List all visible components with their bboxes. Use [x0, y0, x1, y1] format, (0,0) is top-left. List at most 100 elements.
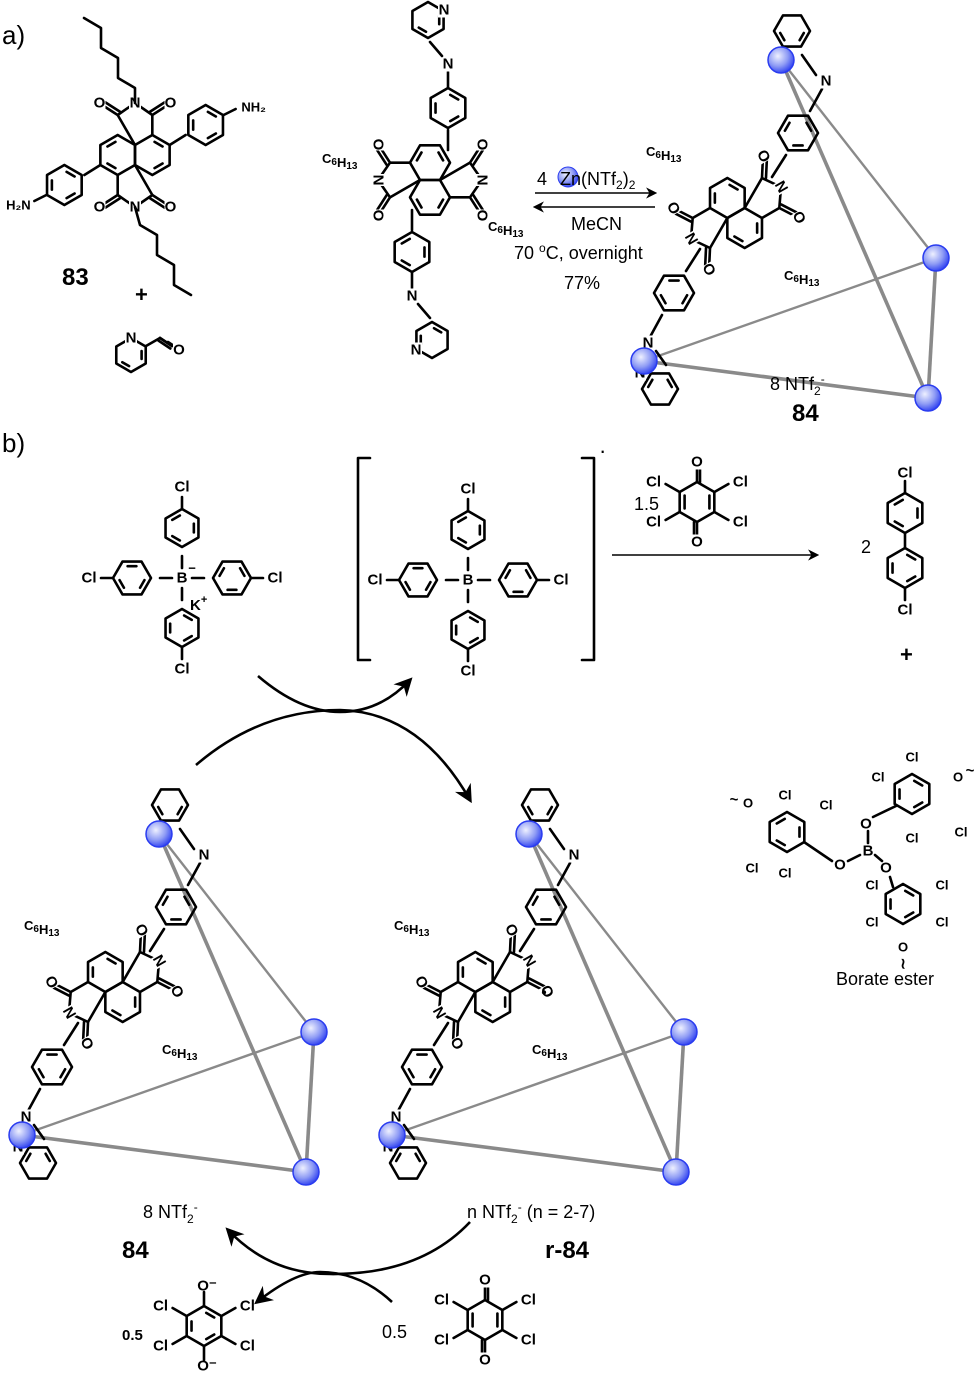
aldehyde-structure: NO	[114, 330, 185, 374]
amine-label: NH₂	[241, 100, 266, 115]
atom-label: O	[479, 1272, 491, 1289]
atom-label: O	[474, 139, 491, 151]
atom-label: B	[863, 843, 874, 860]
atom-label: N	[821, 73, 832, 90]
cage-edge	[674, 1031, 686, 1173]
atom-label: O	[860, 816, 872, 833]
chloro-label: Cl	[240, 1298, 255, 1315]
alkyl-label: C6H13	[488, 219, 524, 240]
chloranil-equiv-bottom: 0.5	[382, 1322, 407, 1342]
zinc-node-icon	[767, 46, 795, 74]
product-84-labels: 8 NTf2- 84	[770, 372, 825, 427]
chloro-label: Cl	[746, 861, 759, 876]
zinc-node-icon	[8, 1121, 36, 1149]
wavy-bond: ~	[730, 792, 739, 809]
zinc-node-icon	[914, 384, 942, 412]
atom-label: O	[165, 95, 177, 112]
zinc-node-icon	[670, 1018, 698, 1046]
atom-label: O	[165, 199, 177, 216]
oxidation-step: 1.5 2 + Borate ester	[612, 494, 934, 989]
compound-83-group: 83 +	[62, 264, 148, 307]
product-84-cage-top: OOOONNNNNC6H13C6H13	[630, 14, 950, 412]
cage-edge	[157, 833, 308, 1173]
reduced-equiv: 0.5	[122, 1327, 143, 1344]
atom-label: N	[370, 175, 387, 186]
atom-label: N	[407, 288, 418, 305]
solvent-text: MeCN	[571, 214, 622, 234]
cage-edge	[780, 59, 937, 259]
negative-charge: −	[188, 561, 196, 576]
oxide-label: O⁻	[197, 1358, 217, 1375]
zinc-node-icon	[922, 244, 950, 272]
cage-edge	[779, 59, 930, 399]
temperature-text: 70 oC, overnight	[514, 241, 643, 263]
zinc-node-icon	[630, 347, 658, 375]
oxygen-label: O	[743, 796, 753, 811]
atom-label: O	[474, 210, 491, 222]
compound-label-r84: r-84	[545, 1237, 590, 1264]
amine-label: H₂N	[6, 198, 31, 213]
zinc-node-icon	[515, 820, 543, 848]
atom-label: O	[479, 1352, 491, 1369]
atom-label: O	[880, 860, 892, 877]
alkyl-label: C6H13	[394, 918, 430, 939]
chloro-label: Cl	[240, 1338, 255, 1355]
chloro-label: Cl	[153, 1338, 168, 1355]
cycle-arrows	[195, 675, 472, 1305]
panel-label-b: b)	[2, 428, 25, 458]
counterion-r84: n NTf2- (n = 2-7)	[467, 1200, 595, 1226]
chloro-label: Cl	[872, 770, 885, 785]
chloro-label: Cl	[936, 878, 949, 893]
counterion-84-top: 8 NTf2-	[770, 372, 825, 398]
radical-brackets	[356, 456, 596, 662]
atom-label: N	[199, 847, 210, 864]
chloro-label: Cl	[820, 798, 833, 813]
atom-label: O	[370, 210, 387, 222]
atom-label: O	[691, 534, 703, 551]
cage-r84-right: OOOONNNNNC6H13C6H13•	[378, 788, 698, 1186]
potassium-cation: K+	[190, 594, 207, 614]
atom-label: N	[391, 1109, 402, 1126]
borate-ester-label: Borate ester	[836, 969, 934, 989]
atom-label: N	[439, 2, 450, 19]
wavy-bond: ≀	[900, 956, 906, 973]
atom-label: O	[370, 139, 387, 151]
chloro-label: Cl	[955, 825, 968, 840]
oxygen-label: O	[898, 940, 908, 955]
atom-label: N	[411, 342, 422, 359]
chloro-label: Cl	[898, 602, 913, 619]
wavy-bond: ~	[966, 763, 975, 780]
chloro-label: Cl	[175, 661, 190, 678]
alkyl-label: C6H13	[322, 151, 358, 172]
atom-label: N	[21, 1109, 32, 1126]
oxygen-label: O	[953, 770, 963, 785]
chloro-label: Cl	[906, 750, 919, 765]
reaction-conditions-a: 4 Zn(NTf2)2 MeCN 70 oC, overnight 77%	[514, 166, 658, 293]
atom-label: O	[173, 342, 185, 359]
chloro-label: Cl	[906, 831, 919, 846]
chloro-label: Cl	[521, 1292, 536, 1309]
zinc-sphere-icon	[557, 166, 579, 188]
cage-edge	[391, 1030, 685, 1137]
arc-r84-to-84	[225, 1221, 471, 1276]
chloro-label: Cl	[368, 572, 383, 589]
chloranil-equiv-top: 1.5	[634, 494, 659, 514]
cage-edge	[21, 1030, 315, 1137]
chloro-label: Cl	[646, 474, 661, 491]
chloro-label: Cl	[866, 878, 879, 893]
atom-label: O	[94, 95, 106, 112]
arc-borate-to-radical	[257, 675, 413, 714]
alkyl-label: C6H13	[532, 1042, 568, 1063]
atom-label: O	[834, 857, 846, 874]
zinc-node-icon	[378, 1121, 406, 1149]
atom-label: N	[569, 847, 580, 864]
chloro-label: Cl	[268, 570, 283, 587]
